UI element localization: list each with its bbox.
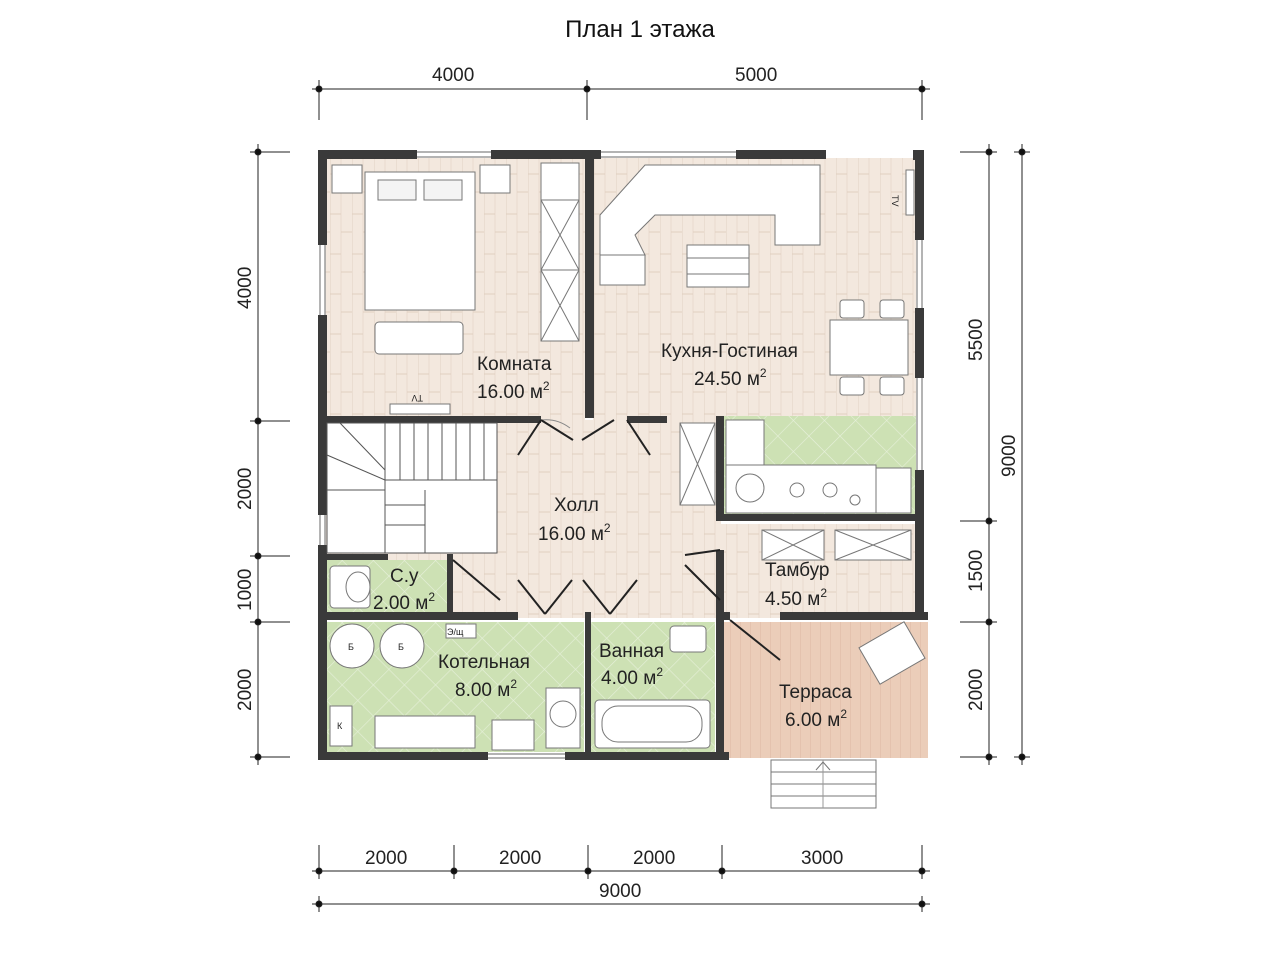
dimension-lines xyxy=(250,80,1030,912)
room-name-kitchen: Кухня-Гостиная xyxy=(661,341,798,362)
area-value: 4.50 м xyxy=(765,589,820,610)
room-area-komnata: 16.00 м2 xyxy=(477,379,550,403)
area-sup: 2 xyxy=(604,521,611,535)
area-sup: 2 xyxy=(760,366,767,380)
dim-bottom-total: 9000 xyxy=(599,881,641,902)
dim-top-2: 5000 xyxy=(735,65,777,86)
dim-right-total: 9000 xyxy=(999,435,1020,477)
dim-right-2: 1500 xyxy=(966,550,987,592)
area-sup: 2 xyxy=(656,665,663,679)
area-value: 16.00 м xyxy=(477,382,543,403)
dim-left-4: 2000 xyxy=(235,669,256,711)
service-furniture xyxy=(329,529,926,809)
room-area-bath: 4.00 м2 xyxy=(601,665,663,689)
room-name-boiler: Котельная xyxy=(438,652,530,673)
boiler-b1-label: Б xyxy=(348,642,354,652)
area-value: 4.00 м xyxy=(601,668,656,689)
area-value: 8.00 м xyxy=(455,680,510,701)
dim-bottom-2: 2000 xyxy=(499,848,541,869)
room-area-tambur: 4.50 м2 xyxy=(765,586,827,610)
room-labels: Комната 16.00 м2 Кухня-Гостиная 24.50 м2… xyxy=(373,341,852,731)
room-area-boiler: 8.00 м2 xyxy=(455,677,517,701)
area-sup: 2 xyxy=(543,379,550,393)
bedroom-furniture xyxy=(331,162,580,415)
tv-label-bedroom: ТV xyxy=(411,393,423,403)
room-name-komnata: Комната xyxy=(477,354,552,375)
room-name-tambur: Тамбур xyxy=(765,560,830,581)
area-sup: 2 xyxy=(428,590,435,604)
plan-title: План 1 этажа xyxy=(565,16,715,43)
room-area-wc: 2.00 м2 xyxy=(373,590,435,614)
dim-left-3: 1000 xyxy=(235,569,256,611)
dim-bottom-4: 3000 xyxy=(801,848,843,869)
dim-bottom-3: 2000 xyxy=(633,848,675,869)
doors xyxy=(452,419,781,661)
room-name-terrace: Терраса xyxy=(779,682,852,703)
area-value: 24.50 м xyxy=(694,369,760,390)
room-area-hall: 16.00 м2 xyxy=(538,521,611,545)
area-value: 6.00 м xyxy=(785,710,840,731)
dim-top-1: 4000 xyxy=(432,65,474,86)
area-value: 2.00 м xyxy=(373,593,428,614)
area-value: 16.00 м xyxy=(538,524,604,545)
dim-bottom-1: 2000 xyxy=(365,848,407,869)
panel-label: Э/щ xyxy=(447,627,464,637)
dim-left-2: 2000 xyxy=(235,468,256,510)
dim-left-1: 4000 xyxy=(235,267,256,309)
dim-right-3: 2000 xyxy=(966,669,987,711)
room-name-wc: С.у xyxy=(390,566,419,587)
walls xyxy=(318,150,928,760)
area-sup: 2 xyxy=(840,707,847,721)
tv-label-kitchen: ТV xyxy=(890,195,900,207)
k-label: К xyxy=(337,721,343,731)
living-furniture xyxy=(599,164,915,514)
dimension-labels: 4000 5000 4000 2000 1000 2000 5500 1500 … xyxy=(235,65,1020,902)
area-sup: 2 xyxy=(510,677,517,691)
dim-right-1: 5500 xyxy=(966,319,987,361)
area-sup: 2 xyxy=(820,586,827,600)
room-name-hall: Холл xyxy=(554,495,599,516)
windows xyxy=(319,151,923,759)
room-name-bath: Ванная xyxy=(599,641,664,662)
room-area-kitchen: 24.50 м2 xyxy=(694,366,767,390)
staircase xyxy=(326,422,498,554)
room-area-terrace: 6.00 м2 xyxy=(785,707,847,731)
boiler-b2-label: Б xyxy=(398,642,404,652)
